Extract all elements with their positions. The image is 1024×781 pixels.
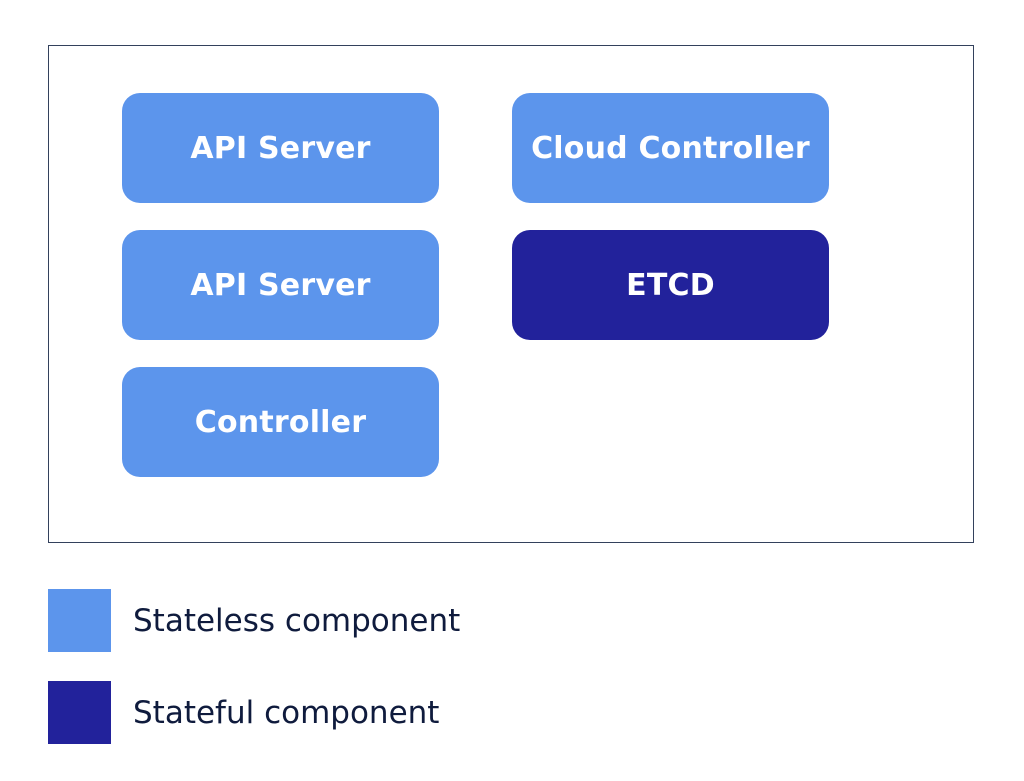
component-api-server-1: API Server bbox=[122, 93, 439, 203]
legend-label-stateless: Stateless component bbox=[133, 603, 461, 639]
component-api-server-2: API Server bbox=[122, 230, 439, 340]
legend-swatch-stateless bbox=[48, 589, 111, 652]
component-cloud-controller: Cloud Controller bbox=[512, 93, 829, 203]
component-etcd: ETCD bbox=[512, 230, 829, 340]
component-controller: Controller bbox=[122, 367, 439, 477]
legend-swatch-stateful bbox=[48, 681, 111, 744]
legend-label-stateful: Stateful component bbox=[133, 695, 440, 731]
